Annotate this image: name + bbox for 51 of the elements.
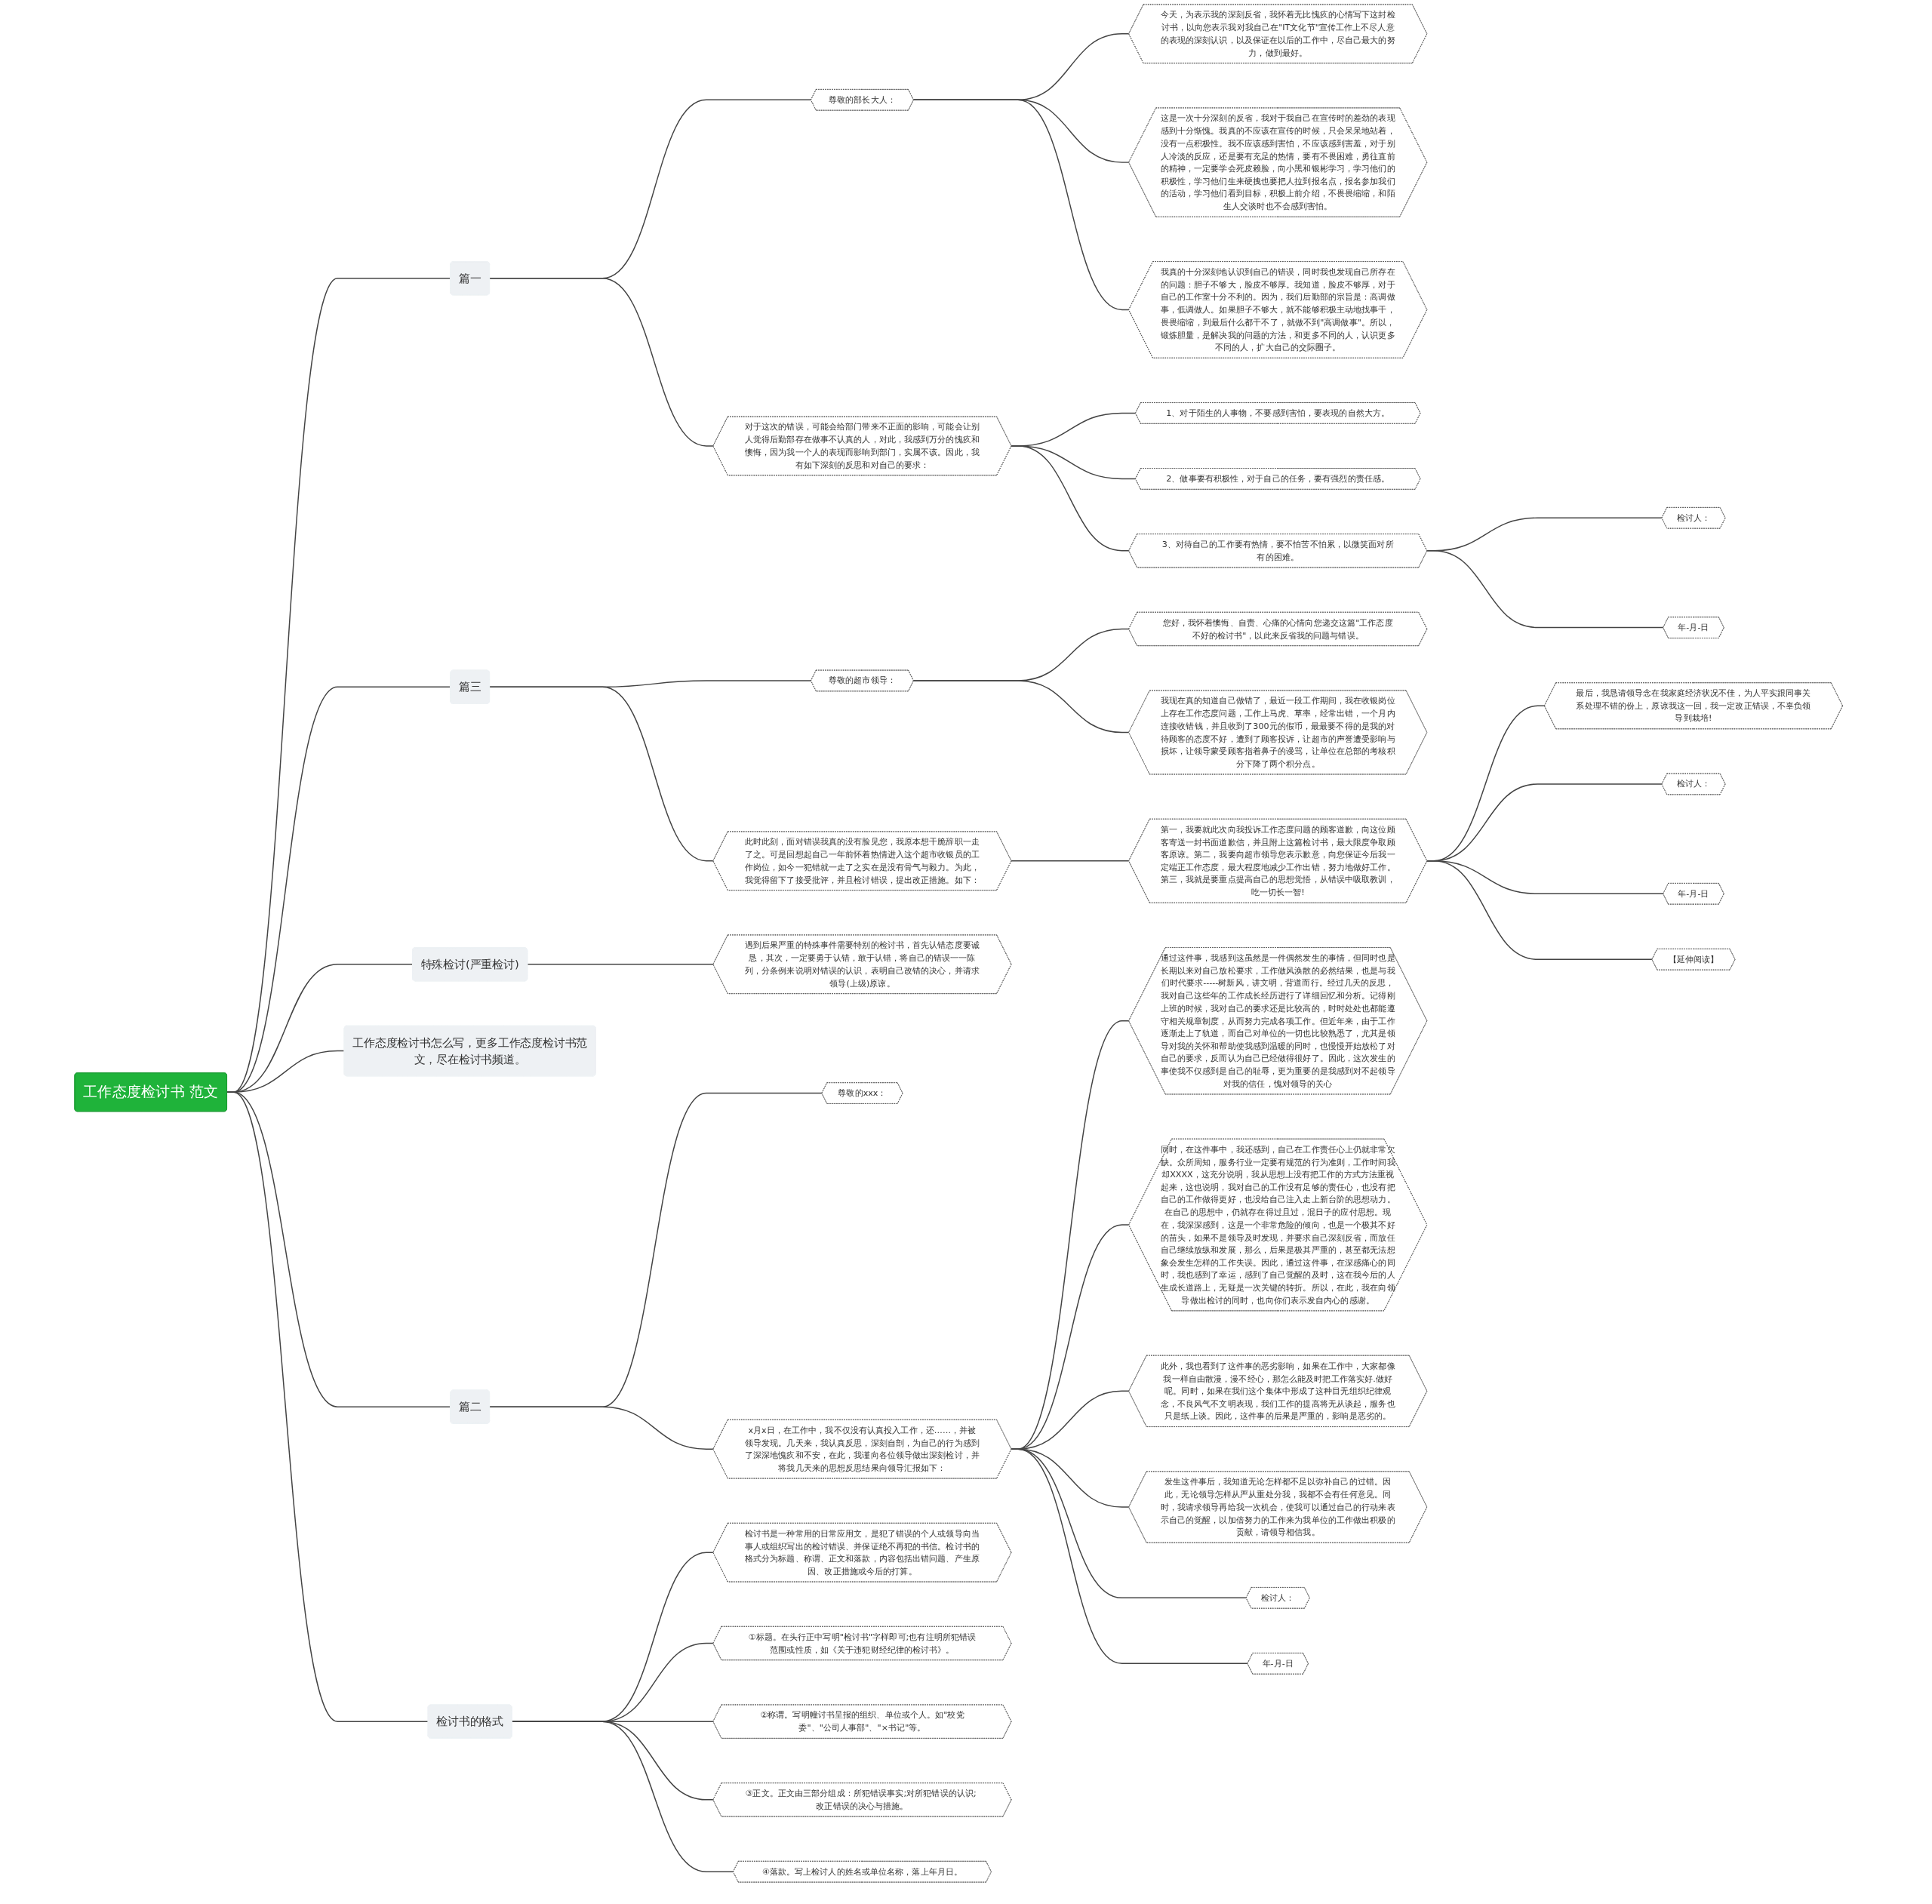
text-node: 同时，在这件事中，我还感到，自己在工作责任心上仍就非常欠缺。众所周知，服务行业一定要有规范的行为准则，工作时间我却XXXX，这充分说明，我从思想上没有把工作的方式方法重视起来，这也说明，我对自己的工作没有足够的责任心，也没有把自己的工作做得更好，也没给自己注入走上新台阶的思想动力。在自己的思想中，仍就存在得过且过，混日子的应付思想。现在，我深深感到，这是一个非常危险的倾向，也是一个极其不好的苗头，如果不是领导及时发现，并要求自己深刻反省，而放任自己继续放纵和发展，那么，后果是极其严重的，甚至都无法想象会发生怎样的工作失误。因此，通过这件事，在深感痛心的同时，我也感到了幸运，感到了自己觉醒的及时，这在我今后的人生成长道路上，无疑是一次关键的转折。所以，在此，我在向领导做出检讨的同时，也向你们表示发自内心的感谢。 xyxy=(1128,1138,1427,1312)
text-node: 您好，我怀着懊悔、自责、心痛的心情向您递交这篇"工作态度不好的检讨书"，以此来反省我的问题与错误。 xyxy=(1128,611,1427,647)
text-node: 1、对于陌生的人事物，不要感到害怕，要表现的自然大方。 xyxy=(1134,402,1421,424)
connector-line xyxy=(488,278,714,447)
text-node: 检讨人： xyxy=(1661,507,1726,529)
text-node: 年-月-日 xyxy=(1663,883,1724,905)
text-node: 3、对待自己的工作要有热情，要不怕苦不怕累，以微笑面对所有的困难。 xyxy=(1128,534,1427,568)
text-node: 年-月-日 xyxy=(1663,617,1724,638)
text-node: 尊敬的超市领导： xyxy=(810,669,914,692)
text-node: 检讨人： xyxy=(1245,1587,1310,1609)
connector-line xyxy=(526,964,714,965)
text-node: 尊敬的xxx： xyxy=(821,1082,903,1104)
text-node: 【延伸阅读】 xyxy=(1651,949,1736,970)
branch-topic: 工作态度检讨书怎么写，更多工作态度检讨书范文，尽在检讨书频道。 xyxy=(343,1025,596,1077)
text-node: 通过这件事，我感到这虽然是一件偶然发生的事情，但同时也是长期以来对自己放松要求，工作做风涣散的必然结果，也是与我们时代要求-----树新风，讲文明，背道而行。经过几天的反思，我对自己这些年的工作成长经历进行了详细回忆和分析。记得刚上班的时候，我对自己的要求还是比较高的，时时处处也都能遵守相关规章制度，从而努力完成各项工作。但近年来，由于工作逐渐走上了轨道，而自己对单位的一切也比较熟悉了，尤其是领导对我的关怀和帮助使我感到温暖的同时，也慢慢开始放松了对自己的要求，反而认为自己已经做得很好了。因此，这次发生的事使我不仅感到是自己的耻辱，更为重要的是我感到对不起领导对我的信任，愧对领导的关心 xyxy=(1128,947,1427,1095)
text-node: 此外，我也看到了这件事的恶劣影响，如果在工作中，大家都像我一样自由散漫，漫不经心，那怎么能及时把工作落实好.做好呢。同时，如果在我们这个集体中形成了这种目无组织纪律观念，不良风气不文明表现，我们工作的提高将无从谈起，服务也只是纸上谈。因此，这件事的后果是严重的，影响是恶劣的。 xyxy=(1128,1355,1427,1427)
text-node: 发生这件事后，我知道无论怎样都不足以弥补自己的过错。因此，无论领导怎样从严从重处分我，我都不会有任何意见。同时，我请求领导再给我一次机会，使我可以通过自己的行动来表示自己的觉醒，以加倍努力的工作来为我单位的工作做出积极的贡献，请领导相信我。 xyxy=(1128,1471,1427,1543)
text-node: 年-月-日 xyxy=(1247,1653,1309,1675)
text-node: ①标题。在头行正中写明"检讨书"字样即可;也有注明所犯错误范围或性质，如《关于违犯财经纪律的检讨书》。 xyxy=(712,1626,1012,1661)
connector-line xyxy=(1426,550,1664,629)
branch-topic: 特殊检讨(严重检讨) xyxy=(411,947,528,982)
text-node: 第一，我要就此次向我投诉工作态度问题的顾客道歉，向这位顾客寄送一封书面道歉信，并且附上这篇检讨书，最大限度争取顾客原谅。第二，我要向超市领导您表示歉意，向您保证今后我一定端正工作态度，最大程度地减少工作出错，努力地做好工作。第三，我就是要重点提高自己的思想觉悟，从错误中吸取教训，吃一切长一智! xyxy=(1128,818,1427,903)
branch-topic: 检讨书的格式 xyxy=(427,1704,512,1739)
text-node: 对于这次的错误，可能会给部门带来不正面的影响，可能会让别人觉得后勤部存在做事不认真的人，对此，我感到万分的愧疚和懊悔，因为我一个人的表现而影响到部门，实属不该。因此，我有如下深刻的反思和对自己的要求： xyxy=(712,416,1012,476)
text-node: 我真的十分深刻地认识到自己的错误，同时我也发现自己所存在的问题：胆子不够大，脸皮不够厚。我知道，脸皮不够厚，对于自己的工作室十分不利的。因为，我们后勤部的宗旨是：高调做事，低调做人。如果胆子不够大，就不能够积极主动地找事干，畏畏缩缩，到最后什么都干不了，就做不到"高调做事"。所以，锻炼胆量，是解决我的问题的方法，和更多不同的人，认识更多不同的人，扩大自己的交际圈子。 xyxy=(1128,261,1427,358)
text-node: 遇到后果严重的特殊事件需要特别的检讨书，首先认错态度要诚恳，其次，一定要勇于认错，敢于认错，将自己的错误一一陈列，分条例来说明对错误的认识，表明自己改错的决心，并请求领导(上级)原谅。 xyxy=(712,934,1012,994)
text-node: 这是一次十分深刻的反省，我对于我自己在宣传时的差劲的表现感到十分惭愧。我真的不应该在宣传的时候，只会呆呆地站着，没有一点积极性。我不应该感到害怕，不应该感到害羞，对于别人冷淡的反应，还是要有充足的热情，要有不畏困难，勇往直前的精神，一定要学会死皮赖脸，向小黑和银彬学习，学习他们的积极性，学习他们生来硬拽也要把人拉到报名点，报名参加我们的活动，学习他们看到目标，积极上前介绍，不畏畏缩缩，和陌生人交谈时也不会感到害怕。 xyxy=(1128,107,1427,217)
text-node: 检讨人： xyxy=(1661,773,1726,795)
text-node: ②称谓。写明幢讨书呈报的组织、单位或个人。如"校党委"、"公司人事部"、"×书记"等。 xyxy=(712,1704,1012,1739)
text-node: 我现在真的知道自己做错了，最近一段工作期间，我在收银岗位上存在工作态度问题，工作上马虎、草率，经常出错，一个月内连接收错钱，并且收到了300元的假币，最最要不得的是我的对待顾客的态度不好，遭到了顾客投诉，让超市的声誉遭受影响与损坏，让领导蒙受顾客指着鼻子的谩骂，让单位在总部的考核积分下降了两个积分点。 xyxy=(1128,690,1427,775)
text-node: ④落款。写上检讨人的姓名或单位名称，落上年月日。 xyxy=(732,1860,992,1883)
branch-topic: 篇一 xyxy=(450,261,490,296)
connector-line xyxy=(912,99,1130,311)
text-node: 2、做事要有积极性，对于自己的任务，要有强烈的责任感。 xyxy=(1134,468,1421,490)
connector-line xyxy=(511,1721,734,1872)
connector-line xyxy=(488,686,714,862)
text-node: 此时此刻，面对错误我真的没有脸见您，我原本想干脆辞职一走了之。可是回想起自己一年前怀着热情进入这个超市收银员的工作岗位，如今一犯错就一走了之实在是没有骨气与毅力。为此，我觉得留下了接受批评，并且检讨错误，提出改正措施。如下： xyxy=(712,831,1012,890)
text-node: 尊敬的部长大人： xyxy=(810,89,914,111)
text-node: 最后，我恳请领导念在我家庭经济状况不佳，为人平实跟同事关系处理不错的份上，原谅我这一回，我一定改正错误，不辜负领导到栽培! xyxy=(1543,682,1843,730)
connector-line xyxy=(488,1406,714,1450)
central-topic: 工作态度检讨书 范文 xyxy=(74,1072,227,1112)
text-node: x月x日，在工作中，我不仅没有认真投入工作，还……，并被领导发现。几天来，我认真反思，深刻自剖，为自己的行为感到了深深地愧疚和不安，在此，我谨向各位领导做出深刻检讨，并将我几天来的思想反思结果向领导汇报如下： xyxy=(712,1419,1012,1479)
branch-topic: 篇三 xyxy=(450,669,490,704)
connector-line xyxy=(1011,445,1130,552)
text-node: ③正文。正文由三部分组成：所犯错误事实;对所犯错误的认识; 改正错误的决心与措施。 xyxy=(712,1783,1012,1817)
connector-line xyxy=(1426,860,1653,961)
connector-line xyxy=(1011,860,1130,862)
branch-topic: 篇二 xyxy=(450,1389,490,1424)
text-node: 今天，为表示我的深刻反省，我怀着无比愧疚的心情写下这封检讨书，以向您表示我对我自己在"IT文化节"宣传工作上不尽人意的表现的深刻认识，以及保证在以后的工作中，尽自己最大的努力，做到最好。 xyxy=(1128,4,1427,64)
connector-line xyxy=(912,680,1130,734)
text-node: 检讨书是一种常用的日常应用文，是犯了错误的个人或领导向当事人或组织写出的检讨错误、并保证绝不再犯的书信。检讨书的格式分为标题、称谓、正文和落款，内容包括出错问题、产生原因、改正措施或今后的打算。 xyxy=(712,1522,1012,1583)
